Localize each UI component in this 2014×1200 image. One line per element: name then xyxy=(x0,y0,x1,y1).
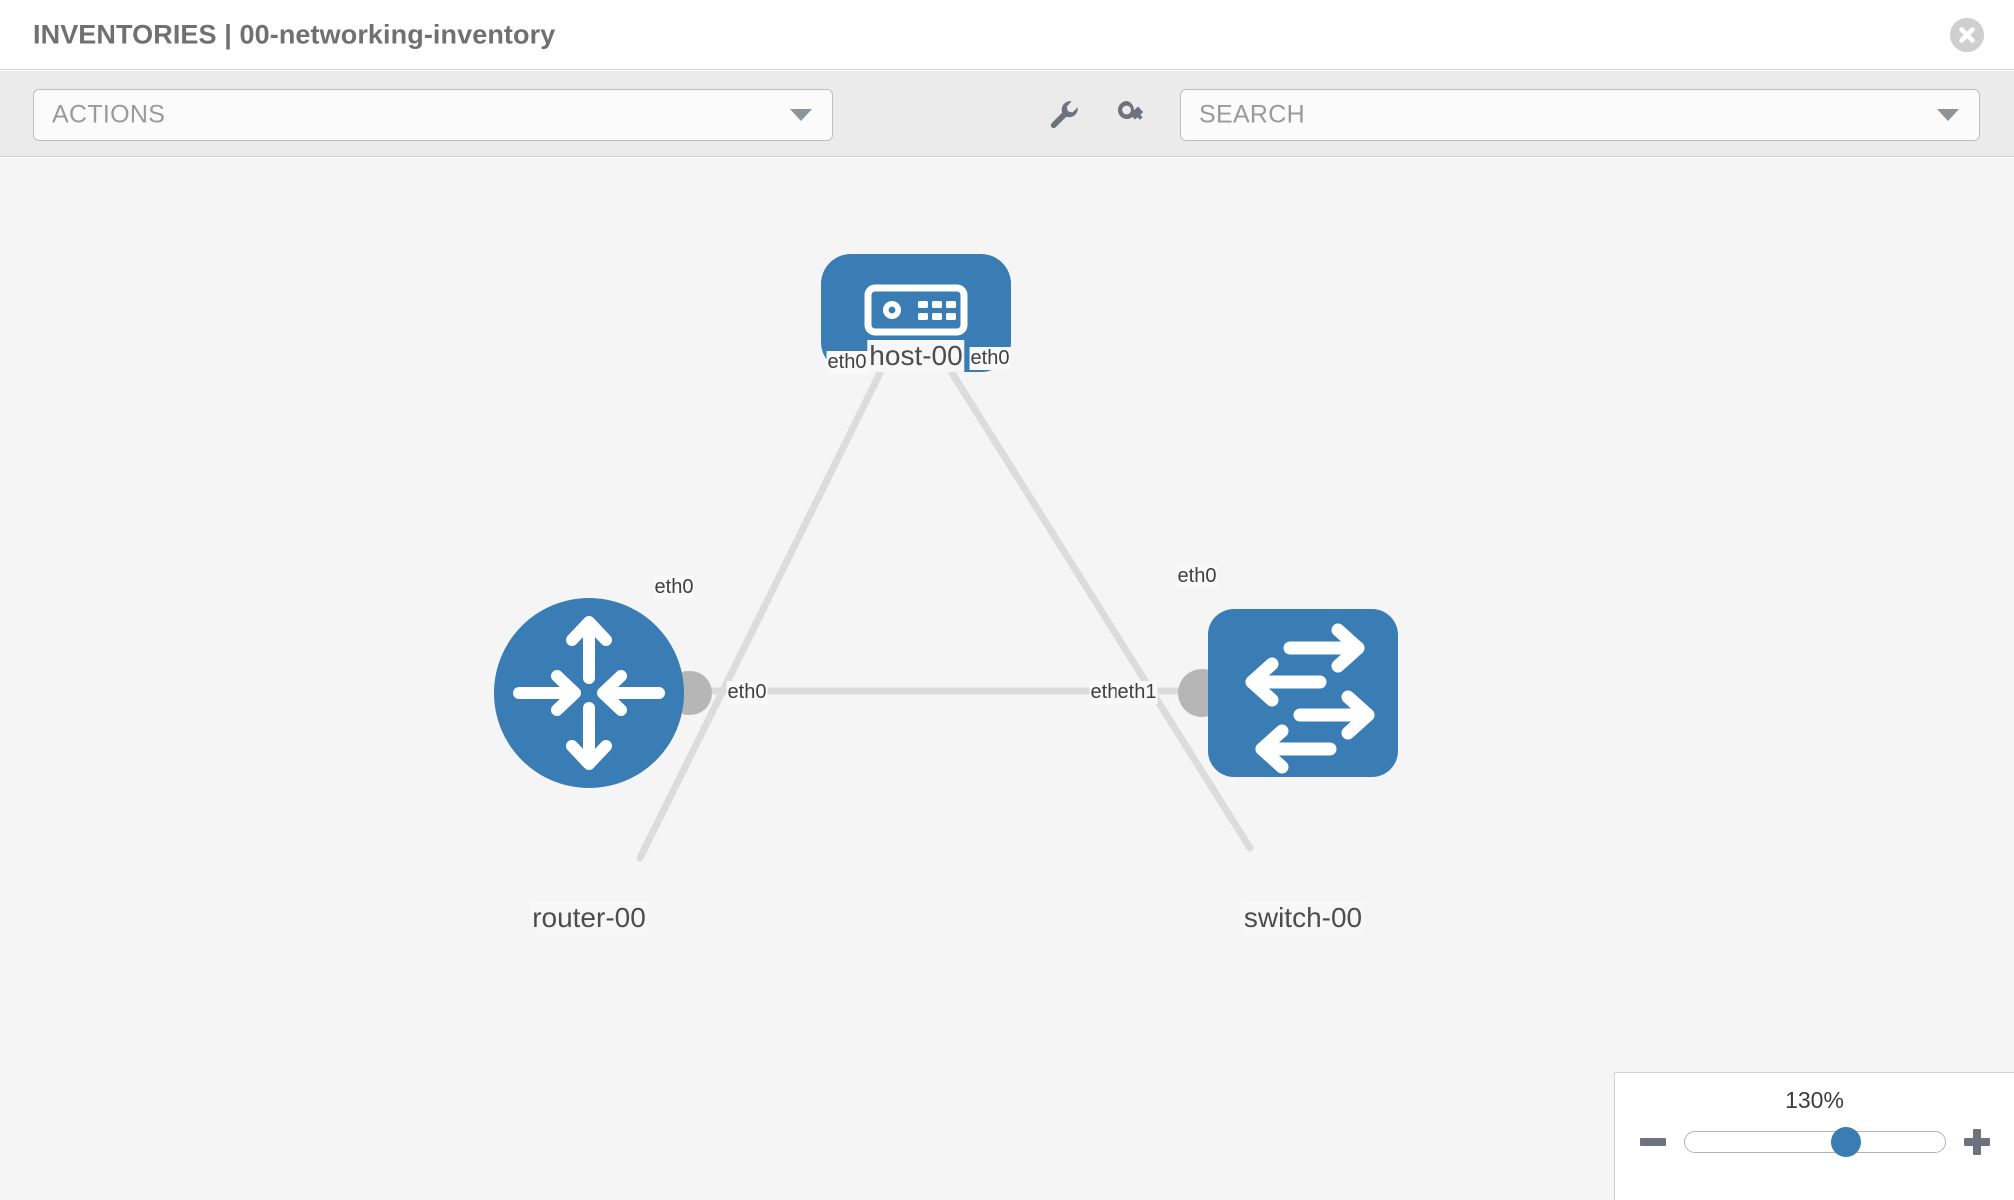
page-header: INVENTORIES | 00-networking-inventory xyxy=(0,0,2014,70)
iface-label-router00-eth0-uplink: eth0 xyxy=(653,576,695,599)
minus-icon[interactable] xyxy=(1639,1129,1666,1155)
topology-graph xyxy=(494,254,1398,862)
node-router-00[interactable] xyxy=(494,598,684,788)
iface-label-host00-eth0-left: eth0 xyxy=(826,351,868,374)
iface-label-switch00-eth0-uplink: eth0 xyxy=(1176,565,1218,588)
wrench-icon[interactable] xyxy=(1046,97,1080,131)
node-label-host-00: host-00 xyxy=(867,340,965,372)
zoom-control-panel: 130% xyxy=(1614,1072,2014,1200)
topology-connectors xyxy=(668,317,1256,717)
actions-dropdown-label: ACTIONS xyxy=(52,100,166,129)
search-chevron-down-icon[interactable] xyxy=(1937,109,1959,121)
key-icon[interactable] xyxy=(1114,97,1148,131)
topology-canvas[interactable]: eth0 host-00 eth0 eth0 eth0 eth0 eth0 et… xyxy=(0,158,2014,1200)
page-title: INVENTORIES | 00-networking-inventory xyxy=(33,19,556,49)
link-host00-switch00[interactable] xyxy=(948,369,1254,852)
iface-label-switch00-eth1: eth1 xyxy=(1116,681,1158,704)
zoom-level-value: 130% xyxy=(1785,1087,1844,1113)
node-switch-00[interactable] xyxy=(1208,609,1398,777)
iface-label-host00-eth0-right: eth0 xyxy=(969,347,1011,370)
plus-icon[interactable] xyxy=(1963,1129,1990,1155)
search-placeholder: SEARCH xyxy=(1199,100,1305,129)
iface-label-router00-eth0: eth0 xyxy=(726,681,768,704)
topology-links xyxy=(636,369,1254,862)
actions-dropdown[interactable]: ACTIONS xyxy=(33,89,833,141)
close-icon[interactable] xyxy=(1950,17,1984,52)
zoom-slider-thumb[interactable] xyxy=(1830,1127,1861,1157)
node-label-switch-00: switch-00 xyxy=(1241,902,1365,934)
toolbar: ACTIONS SEARCH xyxy=(0,71,2014,157)
search-input[interactable]: SEARCH xyxy=(1180,89,1980,141)
zoom-slider-track[interactable] xyxy=(1683,1127,1946,1157)
link-host00-router00[interactable] xyxy=(636,369,884,862)
node-label-router-00: router-00 xyxy=(530,902,648,934)
chevron-down-icon xyxy=(790,109,812,121)
